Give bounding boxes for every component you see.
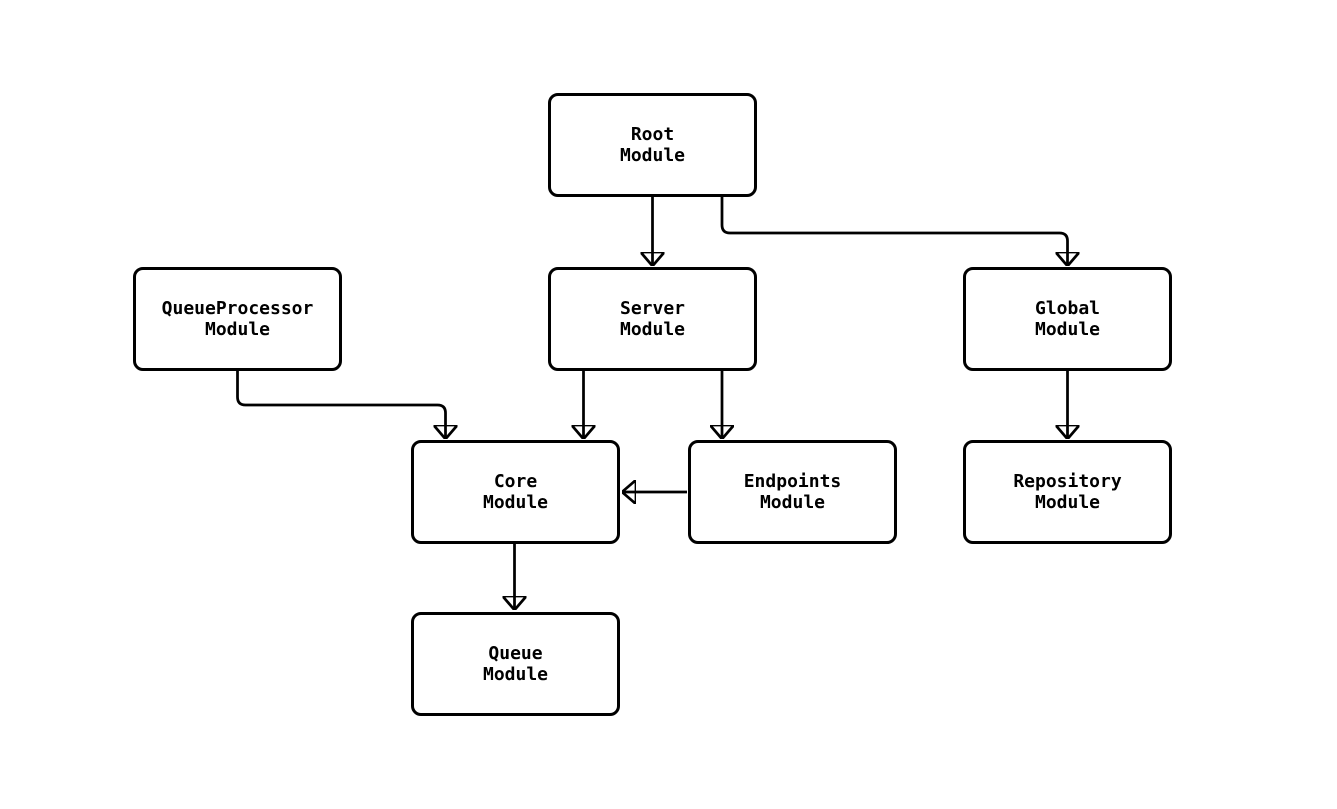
node-endpoints-module: Endpoints Module	[688, 440, 897, 544]
node-repository-module: Repository Module	[963, 440, 1172, 544]
node-queueprocessor-module: QueueProcessor Module	[133, 267, 342, 371]
node-global-module: Global Module	[963, 267, 1172, 371]
edge-queueprocessor-to-core	[236, 370, 446, 439]
node-server-module: Server Module	[548, 267, 757, 371]
node-root-module: Root Module	[548, 93, 757, 197]
edge-root-to-global	[720, 196, 1068, 266]
node-queue-module: Queue Module	[411, 612, 620, 716]
node-core-module: Core Module	[411, 440, 620, 544]
